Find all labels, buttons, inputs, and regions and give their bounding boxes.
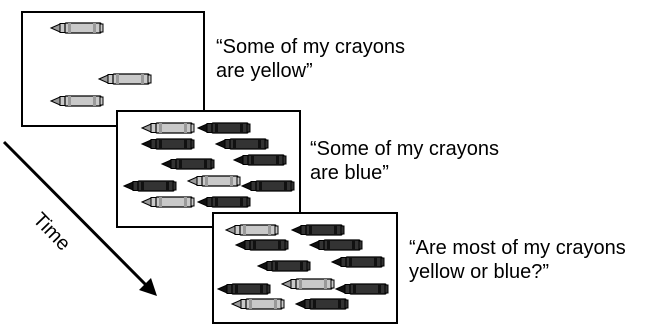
blue-crayon (232, 154, 287, 166)
yellow-crayon (97, 73, 152, 85)
blue-crayon (196, 122, 251, 134)
blue-crayon (240, 180, 295, 192)
caption-panel-3: “Are most of my crayons yellow or blue?” (409, 237, 626, 283)
caption-panel-2: “Some of my crayons are blue” (310, 138, 499, 184)
crayon-set-2 (122, 122, 295, 208)
crayon-panel-3 (212, 212, 398, 324)
blue-crayon (256, 260, 311, 272)
yellow-crayon (186, 175, 241, 187)
blue-crayon (122, 180, 177, 192)
blue-crayon (216, 283, 271, 295)
blue-crayon (308, 239, 363, 251)
crayon-panel-2 (116, 110, 301, 228)
yellow-crayon (224, 224, 279, 236)
blue-crayon (160, 158, 215, 170)
yellow-crayon (140, 122, 195, 134)
yellow-crayon (140, 196, 195, 208)
blue-crayon (214, 138, 269, 150)
crayon-set-3 (216, 224, 389, 310)
yellow-crayon (280, 278, 335, 290)
caption-panel-1: “Some of my crayons are yellow” (216, 36, 405, 82)
blue-crayon (140, 138, 195, 150)
blue-crayon (330, 256, 385, 268)
blue-crayon (294, 298, 349, 310)
blue-crayon (334, 283, 389, 295)
crayon-set-1 (49, 22, 152, 107)
blue-crayon (290, 224, 345, 236)
yellow-crayon (49, 95, 104, 107)
blue-crayon (234, 239, 289, 251)
yellow-crayon (49, 22, 104, 34)
yellow-crayon (230, 298, 285, 310)
blue-crayon (196, 196, 251, 208)
crayon-panel-1 (21, 11, 205, 127)
